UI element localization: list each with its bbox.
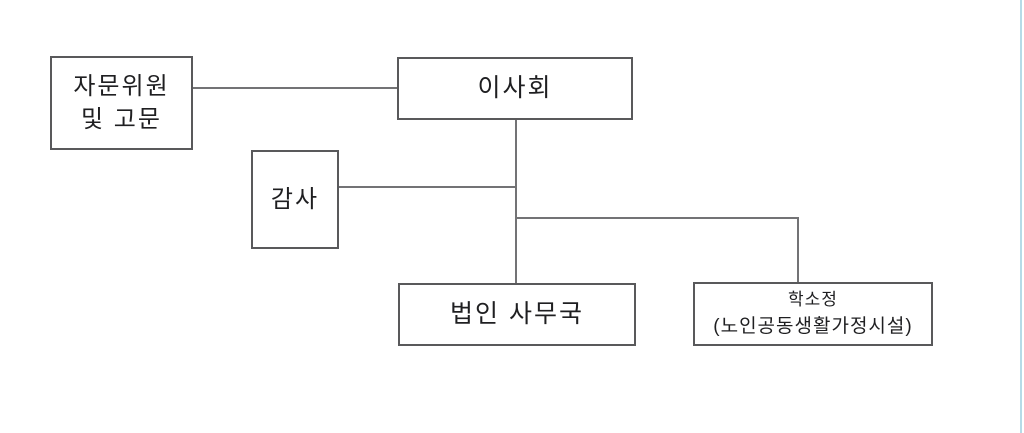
org-node-advisory-committee: 자문위원 및 고문 (50, 56, 193, 150)
connector-advisory-to-board (192, 87, 398, 89)
connector-trunk-to-haksojeong-vertical (797, 217, 799, 283)
org-node-label: 감사 (270, 185, 320, 213)
connector-auditor-to-trunk (338, 186, 516, 188)
org-node-label-line: 자문위원 (73, 72, 170, 100)
org-node-label-line: 및 고문 (81, 106, 162, 133)
org-node-haksojeong-facility: 학소정 (노인공동생활가정시설) (693, 282, 933, 346)
org-node-label: 법인 사무국 (450, 300, 584, 329)
org-node-auditor: 감사 (251, 150, 339, 249)
org-node-label-line: 학소정 (788, 290, 838, 309)
page-edge-line (1020, 0, 1022, 433)
org-node-label: 이사회 (477, 74, 553, 103)
connector-board-to-secretariat (515, 119, 517, 284)
org-node-board-of-directors: 이사회 (397, 57, 633, 120)
org-node-label-line: (노인공동생활가정시설) (713, 315, 913, 337)
connector-trunk-to-haksojeong-horizontal (515, 217, 799, 219)
org-node-corporate-secretariat: 법인 사무국 (398, 283, 636, 346)
